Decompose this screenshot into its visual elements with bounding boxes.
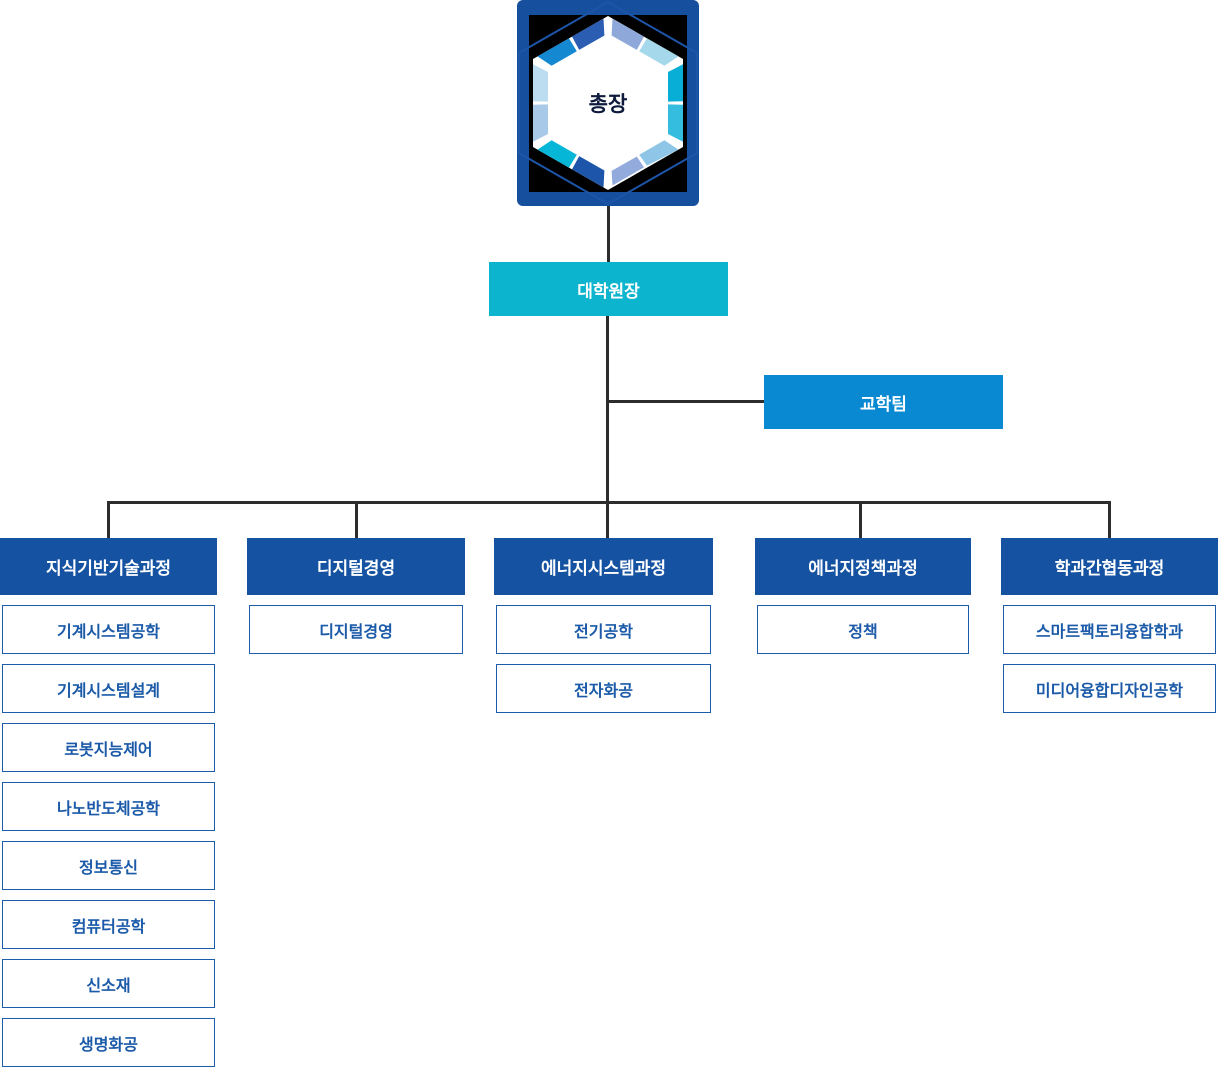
connector-drop-2 [354,503,358,539]
column-item: 전자화공 [496,664,711,713]
connector-dean-main [606,316,609,539]
column-item: 기계시스템설계 [2,664,215,713]
column-item: 정보통신 [2,841,215,890]
academic-team-box: 교학팀 [764,375,1003,429]
column-item: 로봇지능제어 [2,723,215,772]
column-item: 생명화공 [2,1018,215,1067]
university-emblem-icon [517,0,699,206]
connector-drop-5 [1108,503,1111,539]
column-item: 전기공학 [496,605,711,654]
connector-badge-dean [607,206,610,263]
column-item: 미디어융합디자인공학 [1003,664,1216,713]
column-item: 정책 [757,605,969,654]
column-header: 디지털경영 [247,538,465,595]
connector-drop-4 [859,503,862,539]
column-header: 에너지정책과정 [755,538,971,595]
connector-main-horizontal [107,501,1111,504]
column-item: 디지털경영 [249,605,463,654]
connector-team-branch [607,400,764,403]
connector-drop-1 [107,503,110,539]
column-item: 컴퓨터공학 [2,900,215,949]
column-header: 에너지시스템과정 [494,538,713,595]
column-header: 지식기반기술과정 [0,538,217,595]
column-item: 나노반도체공학 [2,782,215,831]
column-header: 학과간협동과정 [1001,538,1218,595]
column-item: 스마트팩토리융합학과 [1003,605,1216,654]
column-item: 기계시스템공학 [2,605,215,654]
column-item: 신소재 [2,959,215,1008]
dean-box: 대학원장 [489,262,728,316]
